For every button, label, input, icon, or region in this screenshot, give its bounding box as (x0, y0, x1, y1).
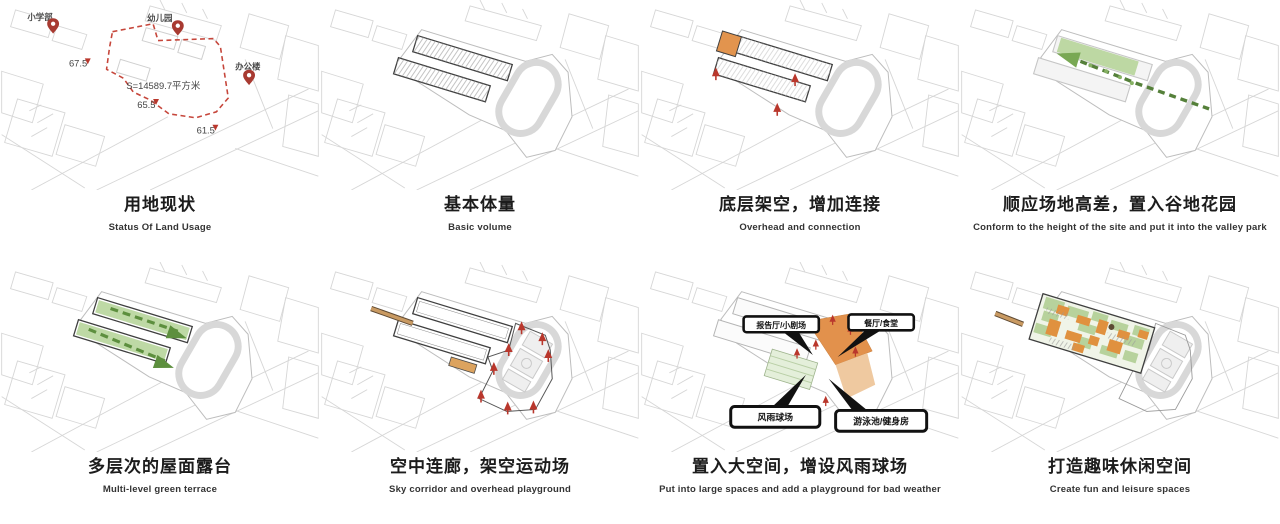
basic-volume-drawing (321, 0, 639, 190)
callout-label-canteen: 餐厅/食堂 (863, 318, 898, 328)
site-existing-buildings (115, 27, 207, 82)
panel-basic-volume: 基本体量 Basic volume (320, 0, 640, 262)
panel-subtitle: Overhead and connection (739, 221, 861, 233)
panel-green-terrace: 多层次的屋面露台 Multi-level green terrace (0, 262, 320, 524)
panel-large-spaces: 报告厅/小剧场 餐厅/食堂 风雨球场 游泳池/健身房 置入大空间，增设风雨球场 … (640, 262, 960, 524)
overhead-connection-drawing (641, 0, 959, 190)
panel-title: 底层架空，增加连接 (719, 195, 881, 214)
leisure-roof-mosaic (1028, 292, 1156, 375)
elevation-marker-icon (212, 124, 219, 131)
green-flow-dashed-line (110, 307, 179, 333)
green-roof-terraces (76, 300, 190, 362)
panel-subtitle: Put into large spaces and add a playgrou… (659, 483, 941, 495)
callout-leader (782, 331, 813, 356)
green-flow-arrow-icon (152, 354, 174, 368)
panel-title: 空中连廊，架空运动场 (390, 457, 570, 476)
callout-label-gym: 游泳池/健身房 (853, 415, 909, 426)
panel-caption: 空中连廊，架空运动场 Sky corridor and overhead pla… (389, 457, 571, 495)
green-valley-arrow-icon (1056, 52, 1081, 68)
garden-trees (1088, 63, 1134, 86)
green-terrace-drawing (1, 262, 319, 452)
panel-title: 基本体量 (444, 195, 516, 214)
label-kindergarten: 幼儿园 (147, 13, 172, 23)
panel-sky-corridor: 空中连廊，架空运动场 Sky corridor and overhead pla… (320, 262, 640, 524)
large-spaces-drawing: 报告厅/小剧场 餐厅/食堂 风雨球场 游泳池/健身房 (641, 262, 959, 452)
sky-corridor-drawing (321, 262, 639, 452)
up-arrow-icon (502, 400, 513, 416)
callout-box-canteen (847, 313, 916, 332)
elevation-label: 65.5 (137, 99, 155, 110)
panel-subtitle: Status Of Land Usage (108, 221, 212, 233)
panel-subtitle: Multi-level green terrace (102, 483, 218, 495)
site-boundary-dashed (105, 22, 230, 119)
panel-overhead-connection: 底层架空，增加连接 Overhead and connection (640, 0, 960, 262)
all-weather-court (763, 348, 819, 390)
land-status-drawing: 小学部 幼儿园 办公楼 S=14589.7平方米 67.5 65.5 61.5 (1, 0, 319, 190)
panel-caption: 底层架空，增加连接 Overhead and connection (719, 195, 881, 233)
panel-subtitle: Sky corridor and overhead playground (389, 483, 571, 495)
panel-caption: 多层次的屋面露台 Multi-level green terrace (88, 457, 232, 495)
callout-leader (837, 330, 882, 357)
callout-label-court: 风雨球场 (757, 411, 793, 422)
label-primary-school: 小学部 (26, 12, 53, 22)
panel-title: 置入大空间，增设风雨球场 (692, 457, 908, 476)
sky-corridor-bridge (994, 310, 1025, 327)
elevation-label: 61.5 (197, 125, 215, 136)
panel-caption: 顺应场地高差，置入谷地花园 Conform to the height of t… (973, 195, 1267, 233)
elevation-label: 67.5 (69, 57, 87, 68)
panel-subtitle: Basic volume (448, 221, 512, 233)
up-arrow-icon (821, 395, 830, 407)
gym-volume (835, 353, 876, 399)
panel-valley-garden: 顺应场地高差，置入谷地花园 Conform to the height of t… (960, 0, 1280, 262)
valley-green-band (1056, 37, 1139, 76)
location-pin-icon (243, 69, 255, 86)
panel-caption: 置入大空间，增设风雨球场 Put into large spaces and a… (659, 457, 941, 495)
green-flow-dashed-line (88, 327, 166, 363)
site-area-label: S=14589.7平方米 (126, 80, 200, 91)
callout-box-court (729, 404, 822, 429)
panel-caption: 基本体量 Basic volume (444, 195, 516, 233)
mid-corridor-bridge (448, 356, 478, 374)
panel-title: 打造趣味休闲空间 (1048, 457, 1192, 476)
valley-garden-drawing (961, 0, 1279, 190)
callout-label-auditorium: 报告厅/小剧场 (756, 320, 806, 330)
panel-title: 用地现状 (124, 195, 196, 214)
panel-caption: 打造趣味休闲空间 Create fun and leisure spaces (1048, 457, 1192, 495)
building-inner-lines (396, 301, 509, 361)
valley-flow-dashed-line (1079, 59, 1210, 111)
panel-land-status: 小学部 幼儿园 办公楼 S=14589.7平方米 67.5 65.5 61.5 … (0, 0, 320, 262)
elevation-marker-icon (153, 98, 160, 105)
leisure-spaces-drawing (961, 262, 1279, 452)
callout-box-auditorium (742, 315, 821, 334)
label-office: 办公楼 (235, 61, 261, 71)
sky-corridor-bridge (370, 305, 414, 326)
panel-subtitle: Conform to the height of the site and pu… (973, 221, 1267, 233)
orange-connection-block (715, 30, 743, 58)
green-flow-arrow-icon (165, 325, 187, 339)
panel-caption: 用地现状 Status Of Land Usage (108, 195, 212, 233)
elevation-marker-icon (84, 58, 91, 65)
location-pin-icon (47, 18, 60, 34)
callout-box-gym (834, 408, 929, 433)
location-pin-icon (171, 20, 184, 36)
panel-title: 顺应场地高差，置入谷地花园 (1002, 195, 1237, 214)
panel-title: 多层次的屋面露台 (88, 457, 232, 476)
panel-leisure-spaces: 打造趣味休闲空间 Create fun and leisure spaces (960, 262, 1280, 524)
panel-subtitle: Create fun and leisure spaces (1049, 483, 1191, 495)
tree-icon (1108, 324, 1115, 330)
